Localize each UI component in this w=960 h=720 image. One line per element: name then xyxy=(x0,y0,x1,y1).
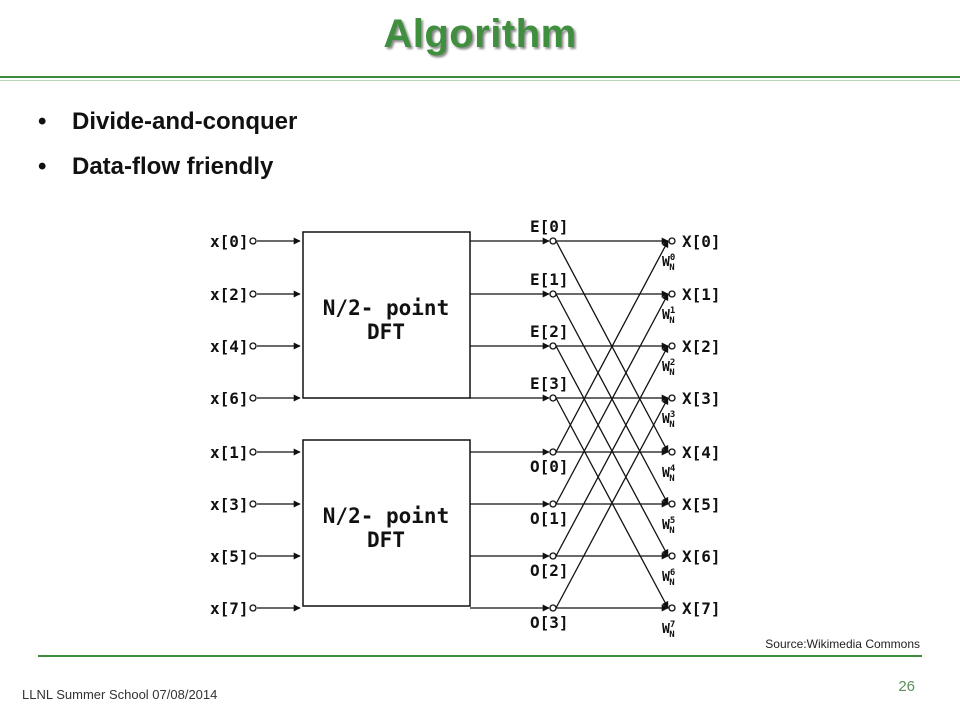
input-label: x[7] xyxy=(210,599,249,618)
input-node xyxy=(249,552,257,560)
output-node xyxy=(668,237,676,245)
footer-divider xyxy=(38,655,922,657)
odd-label: O[0] xyxy=(530,457,569,476)
slide-title: Algorithm xyxy=(383,12,577,56)
dft-top-label: N/2- point xyxy=(323,296,449,320)
odd-label: O[2] xyxy=(530,561,569,580)
even-node xyxy=(549,290,557,298)
odd-label: O[1] xyxy=(530,509,569,528)
even-label: E[2] xyxy=(530,322,569,341)
input-node xyxy=(249,237,257,245)
dft-box-top xyxy=(302,231,471,399)
dft-top-label: DFT xyxy=(367,320,405,344)
output-node xyxy=(668,552,676,560)
input-label: x[2] xyxy=(210,285,249,304)
image-source-credit: Source:Wikimedia Commons xyxy=(765,637,920,651)
output-node xyxy=(668,290,676,298)
odd-node xyxy=(549,552,557,560)
title-divider xyxy=(0,76,960,82)
output-label: X[0] xyxy=(682,232,721,251)
output-node xyxy=(668,604,676,612)
bullet-dot-icon: • xyxy=(38,108,47,135)
page-number: 26 xyxy=(898,678,915,695)
even-label: E[3] xyxy=(530,374,569,393)
output-label: X[7] xyxy=(682,599,721,618)
output-label: X[2] xyxy=(682,337,721,356)
output-node xyxy=(668,394,676,402)
bullet-text: Data-flow friendly xyxy=(72,153,274,180)
butterfly-line xyxy=(555,397,669,609)
input-node xyxy=(249,604,257,612)
input-node xyxy=(249,500,257,508)
output-label: X[1] xyxy=(682,285,721,304)
dft-bottom-label: N/2- point xyxy=(323,504,449,528)
input-node xyxy=(249,290,257,298)
bullet-list: • Divide-and-conquer • Data-flow friendly xyxy=(38,106,297,196)
input-label: x[0] xyxy=(210,232,249,251)
output-node xyxy=(668,342,676,350)
odd-node xyxy=(549,604,557,612)
even-label: E[0] xyxy=(530,217,569,236)
output-label: X[4] xyxy=(682,443,721,462)
butterfly-line xyxy=(555,345,669,557)
footer-text: LLNL Summer School 07/08/2014 xyxy=(22,687,218,702)
input-node xyxy=(249,448,257,456)
butterfly-line xyxy=(555,293,669,505)
input-label: x[5] xyxy=(210,547,249,566)
output-node xyxy=(668,448,676,456)
even-label: E[1] xyxy=(530,270,569,289)
input-node xyxy=(249,342,257,350)
bullet-text: Divide-and-conquer xyxy=(72,108,298,135)
bullet-item: • Data-flow friendly xyxy=(38,151,297,196)
input-label: x[3] xyxy=(210,495,249,514)
output-label: X[6] xyxy=(682,547,721,566)
input-node xyxy=(249,394,257,402)
output-label: X[3] xyxy=(682,389,721,408)
bullet-dot-icon: • xyxy=(38,153,47,180)
odd-node xyxy=(549,500,557,508)
even-node xyxy=(549,342,557,350)
output-label: X[5] xyxy=(682,495,721,514)
odd-node xyxy=(549,448,557,456)
bullet-item: • Divide-and-conquer xyxy=(38,106,297,151)
input-label: x[4] xyxy=(210,337,249,356)
odd-label: O[3] xyxy=(530,613,569,632)
dft-box-bottom xyxy=(302,439,471,607)
input-label: x[6] xyxy=(210,389,249,408)
even-node xyxy=(549,237,557,245)
output-node xyxy=(668,500,676,508)
dft-bottom-label: DFT xyxy=(367,528,405,552)
input-label: x[1] xyxy=(210,443,249,462)
even-node xyxy=(549,394,557,402)
